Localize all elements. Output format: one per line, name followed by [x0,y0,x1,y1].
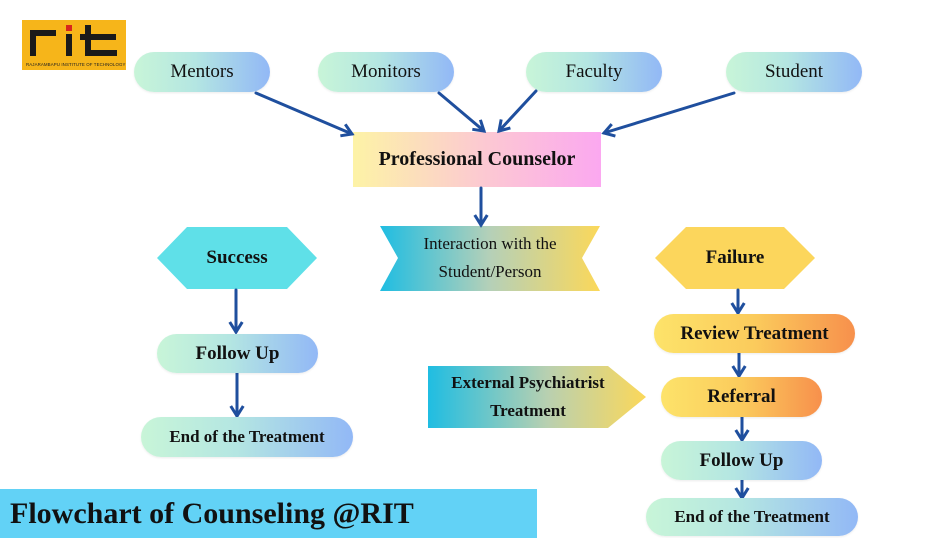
step-label: Follow Up [195,342,280,364]
interaction-line2: Student/Person [438,262,542,281]
source-label: Monitors [351,61,421,82]
rit-logo: RAJARAMBAPU INSTITUTE OF TECHNOLOGY [22,20,126,70]
step-label: End of the Treatment [674,507,830,526]
source-label: Student [764,61,824,82]
arrow-faculty-counselor [497,89,538,134]
interaction-shape[interactable] [380,226,600,291]
rit-logo-mark [30,25,117,56]
interaction-label: Interaction with the Student/Person [380,228,600,288]
failure-follow-up[interactable]: Follow Up [661,441,822,480]
source-label: Mentors [170,61,234,82]
failure-label: Failure [705,247,765,268]
source-student[interactable]: Student [726,52,862,92]
source-faculty[interactable]: Faculty [526,52,662,92]
arrow-mentors-counselor [254,91,355,138]
counselor-label: Professional Counselor [378,148,576,170]
title-bar: Flowchart of Counseling @RIT [0,489,537,538]
step-label: Follow Up [699,449,784,471]
success-label: Success [206,247,268,268]
source-label: Faculty [565,61,623,82]
page-title: Flowchart of Counseling @RIT [10,496,414,530]
step-label: Review Treatment [680,322,829,344]
external-line2: Treatment [490,401,566,420]
logo-subtitle: RAJARAMBAPU INSTITUTE OF TECHNOLOGY [26,62,126,67]
arrow-monitors-counselor [437,91,487,133]
success-hexagon[interactable] [157,227,317,289]
external-psychiatrist-shape[interactable] [428,366,646,428]
failure-review-treatment[interactable]: Review Treatment [654,314,855,353]
success-follow-up[interactable]: Follow Up [157,334,318,373]
step-label: Referral [707,386,776,407]
step-label: End of the Treatment [169,427,325,446]
success-end-of-treatment[interactable]: End of the Treatment [141,417,353,457]
interaction-line1: Interaction with the [423,234,557,253]
failure-referral[interactable]: Referral [661,377,822,417]
failure-hexagon[interactable] [655,227,815,289]
professional-counselor-box[interactable]: Professional Counselor [353,132,601,187]
failure-end-of-treatment[interactable]: End of the Treatment [646,498,858,536]
source-monitors[interactable]: Monitors [318,52,454,92]
arrow-student-counselor [601,91,736,138]
external-line1: External Psychiatrist [451,373,605,392]
source-mentors[interactable]: Mentors [134,52,270,92]
external-label: External Psychiatrist Treatment [428,366,628,428]
